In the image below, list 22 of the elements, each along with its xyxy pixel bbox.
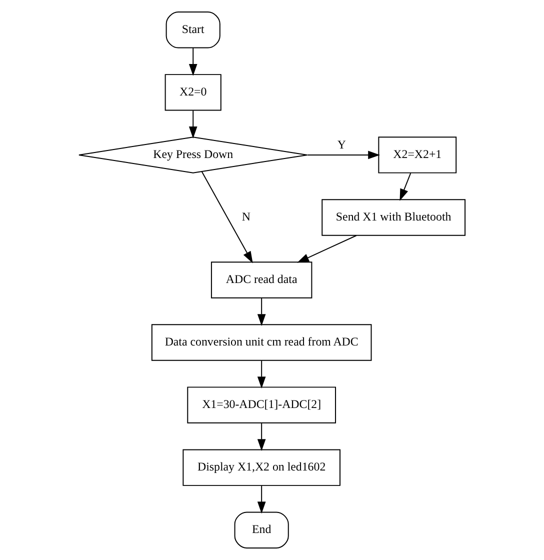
- node-box: Data conversion unit cm read from ADC: [151, 324, 372, 361]
- arrow: [400, 172, 412, 201]
- node-box: Start: [166, 12, 220, 48]
- arrow: [188, 48, 198, 76]
- arrow: [297, 235, 357, 263]
- node-box: Send X1 with Bluetooth: [322, 199, 466, 236]
- node-diamond: Key Press Down: [78, 136, 308, 174]
- node-box: X2=X2+1: [378, 136, 457, 174]
- node-box: X2=0: [164, 74, 222, 111]
- arrow: [257, 298, 266, 326]
- node-box: ADC read data: [210, 262, 312, 298]
- arrow: [201, 171, 253, 264]
- node-box: Display X1,X2 on led1602: [182, 449, 340, 486]
- arrow: [307, 150, 380, 160]
- arrow: [257, 485, 266, 514]
- edge-label: N: [242, 210, 250, 224]
- arrow: [188, 110, 198, 138]
- node-box: X1=30-ADC[1]-ADC[2]: [187, 386, 336, 424]
- edge-label: Y: [337, 138, 346, 152]
- arrow: [257, 422, 266, 452]
- arrow: [257, 360, 266, 389]
- node-box: End: [234, 512, 289, 548]
